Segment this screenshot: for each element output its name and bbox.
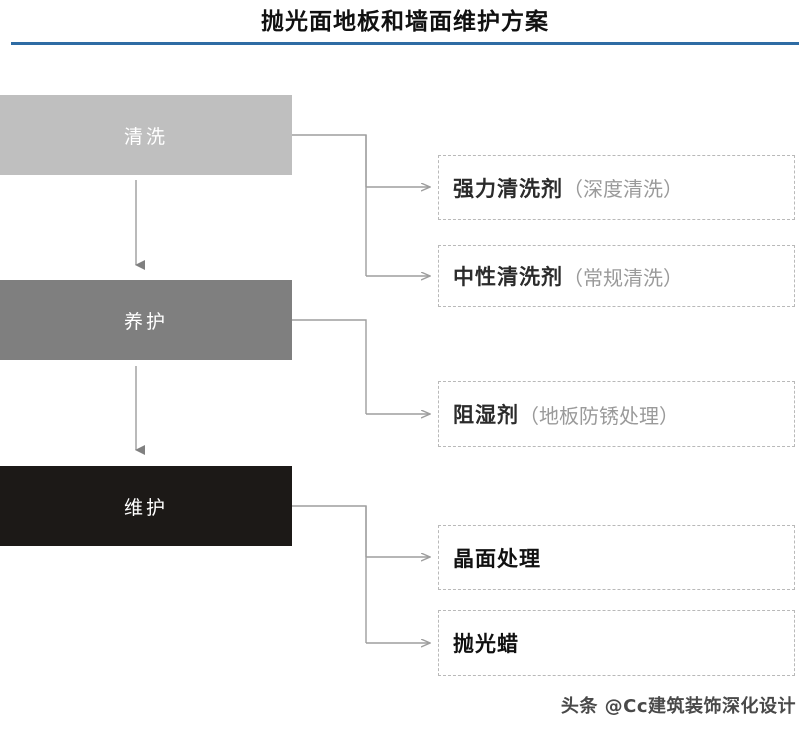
page-title: 抛光面地板和墙面维护方案 <box>261 8 549 34</box>
item-sub-label: （地板防锈处理） <box>519 403 679 428</box>
item-main-label: 抛光蜡 <box>453 632 519 656</box>
item-box[interactable]: 晶面处理 <box>438 525 795 590</box>
item-main-label: 阻湿剂 <box>453 403 519 427</box>
item-sub-label: （深度清洗） <box>563 177 683 201</box>
item-main-label: 晶面处理 <box>453 546 541 571</box>
item-box[interactable]: 中性清洗剂 （常规清洗） <box>438 245 795 307</box>
item-main-label: 中性清洗剂 <box>453 265 563 289</box>
stage-box-cleaning[interactable]: 清洗 <box>0 95 292 175</box>
item-main-label: 强力清洗剂 <box>453 176 563 201</box>
item-sub-label: （常规清洗） <box>563 265 683 290</box>
stage-box-upkeep[interactable]: 维护 <box>0 466 292 546</box>
stage-label: 养护 <box>123 310 168 333</box>
item-box[interactable]: 强力清洗剂 （深度清洗） <box>438 155 795 220</box>
stage-box-maintenance-care[interactable]: 养护 <box>0 280 292 360</box>
item-box[interactable]: 抛光蜡 <box>438 610 795 676</box>
watermark-credit: 头条 @Cc建筑装饰深化设计 <box>560 696 796 717</box>
stage-label: 维护 <box>123 496 168 519</box>
item-box[interactable]: 阻湿剂 （地板防锈处理） <box>438 381 795 447</box>
title-underline-rule <box>11 42 799 45</box>
stage-label: 清洗 <box>123 125 168 148</box>
